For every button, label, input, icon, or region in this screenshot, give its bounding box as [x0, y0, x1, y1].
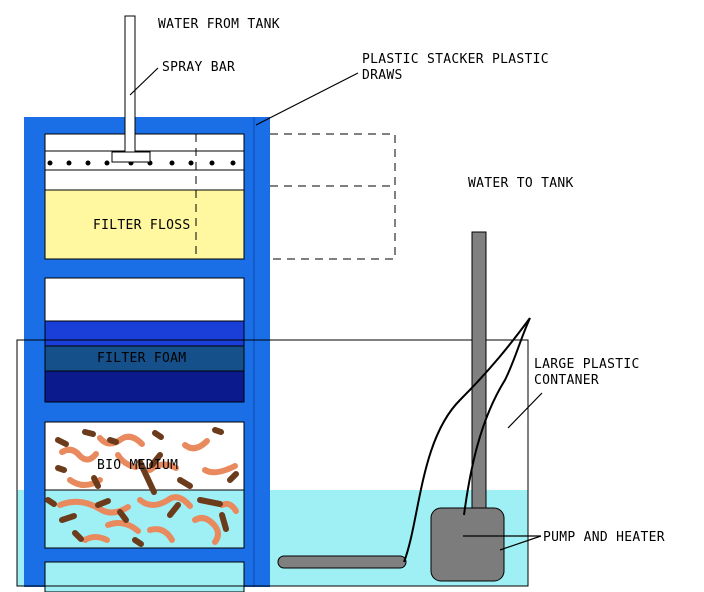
- label-stacker-line2: DRAWS: [362, 68, 403, 83]
- heater: [277, 555, 407, 569]
- foam-layer-1: [44, 320, 245, 347]
- foam-layer-3: [44, 370, 245, 403]
- label-pump-and-heater: PUMP AND HEATER: [543, 530, 665, 545]
- label-filter-floss: FILTER FLOSS: [93, 218, 191, 233]
- label-bio-medium: BIO MEDIUM: [97, 458, 178, 473]
- return-pipe: [471, 231, 487, 513]
- stacker-divider: [253, 117, 255, 587]
- label-stacker-line1: PLASTIC STACKER PLASTIC: [362, 52, 549, 67]
- spray-bar-tee: [111, 151, 151, 163]
- drawer-bottom: [44, 561, 245, 592]
- pulled-drawer-outline: [195, 133, 396, 260]
- bio-medium-pieces: [45, 427, 239, 547]
- large-plastic-container: [16, 339, 529, 587]
- power-cables: [403, 317, 531, 563]
- label-water-from-tank: WATER FROM TANK: [158, 17, 280, 32]
- drawer-foam-top: [44, 277, 245, 322]
- label-water-to-tank: WATER TO TANK: [468, 176, 574, 191]
- spray-holes: [47, 160, 236, 166]
- label-container-line2: CONTANER: [534, 373, 599, 388]
- label-spray-bar: SPRAY BAR: [162, 60, 235, 75]
- leader-lines: [129, 67, 543, 551]
- pump: [430, 507, 505, 582]
- filter-floss: [44, 189, 245, 260]
- foam-layer-2: [44, 345, 245, 372]
- label-filter-foam: FILTER FOAM: [97, 351, 186, 366]
- inlet-pipe: [124, 15, 136, 159]
- label-container-line1: LARGE PLASTIC: [534, 357, 640, 372]
